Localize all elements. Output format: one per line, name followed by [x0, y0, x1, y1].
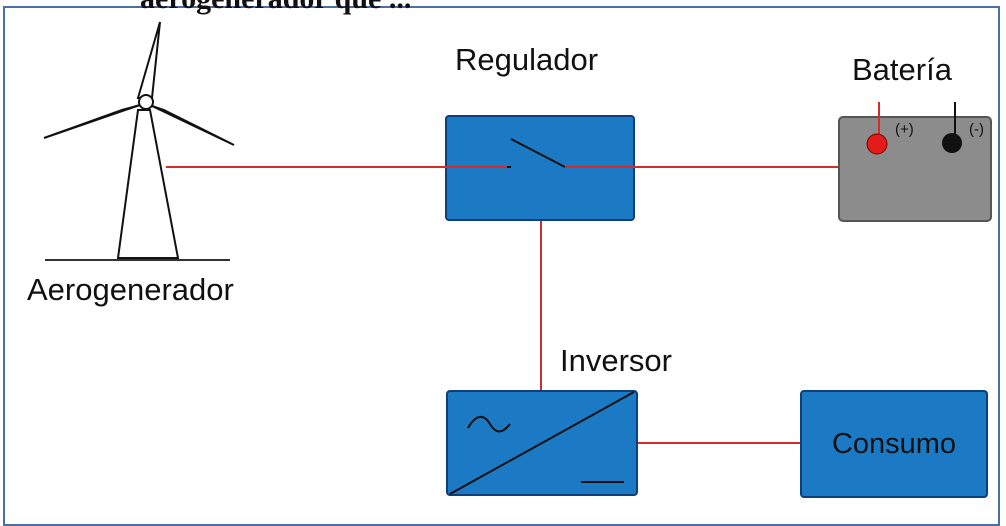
inversor-box [446, 390, 638, 496]
inversor-label: Inversor [560, 343, 672, 378]
diagram-caption: aerogenerador que ... [140, 0, 411, 16]
wind-turbine-icon [43, 21, 235, 261]
positive-terminal-label: (+) [895, 121, 914, 138]
switch-icon [445, 138, 635, 168]
aerogenerador-label: Aerogenerador [27, 272, 234, 307]
bateria-label: Batería [852, 52, 952, 87]
negative-terminal-icon [942, 133, 962, 153]
regulador-box [445, 115, 635, 221]
consumo-label: Consumo [831, 427, 957, 460]
consumo-box: Consumo [800, 390, 988, 498]
battery-terminals [866, 102, 962, 155]
negative-terminal-label: (-) [969, 121, 984, 138]
positive-terminal-icon [866, 133, 888, 155]
regulador-label: Regulador [455, 42, 599, 77]
battery-box [838, 116, 992, 222]
inverter-symbol-icon [449, 391, 635, 495]
